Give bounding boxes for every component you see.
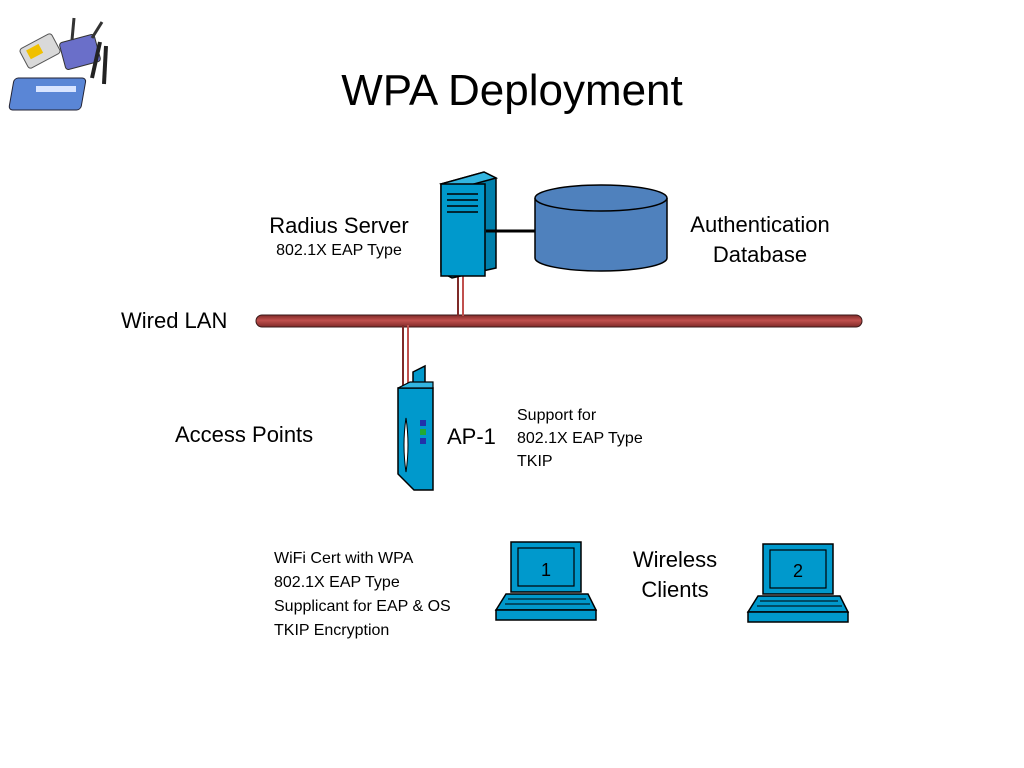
radius-server-label: Radius Server 802.1X EAP Type <box>230 212 448 262</box>
wired-lan-label: Wired LAN <box>121 308 228 333</box>
laptop-number: 2 <box>793 561 803 581</box>
wireless-clients-line1: Wireless <box>632 547 718 572</box>
router-logo-icon <box>8 17 108 111</box>
ap-support-line: Support for <box>517 407 597 424</box>
auth-database-line2: Database <box>712 242 808 267</box>
server-icon <box>439 171 499 279</box>
laptop-number: 1 <box>541 560 551 580</box>
laptop-icon: 1 <box>494 541 598 621</box>
radius-server-sublabel: 802.1X EAP Type <box>276 242 402 259</box>
wireless-clients-label: Wireless Clients <box>610 545 740 605</box>
radius-server-name: Radius Server <box>269 213 409 238</box>
laptop-icon: 2 <box>746 543 850 623</box>
ap-support-text: Support for 802.1X EAP Type TKIP <box>517 404 643 473</box>
wired-lan-cable <box>255 314 863 328</box>
ap-support-line: 802.1X EAP Type <box>517 430 643 447</box>
ap-name-label: AP-1 <box>447 424 496 449</box>
page-title: WPA Deployment <box>341 66 683 115</box>
client-requirement-line: TKIP Encryption <box>274 622 390 639</box>
access-point-icon <box>397 364 434 491</box>
ap-support-line: TKIP <box>517 453 553 470</box>
server-lan-link <box>457 276 464 316</box>
client-requirement-line: 802.1X EAP Type <box>274 574 400 591</box>
client-requirement-line: WiFi Cert with WPA <box>274 550 414 567</box>
database-icon <box>534 184 668 272</box>
auth-database-line1: Authentication <box>690 212 830 237</box>
client-requirement-line: Supplicant for EAP & OS <box>274 598 451 615</box>
client-requirements-text: WiFi Cert with WPA 802.1X EAP Type Suppl… <box>274 547 451 643</box>
auth-database-label: Authentication Database <box>660 210 860 270</box>
access-points-label: Access Points <box>175 422 314 447</box>
wireless-clients-line2: Clients <box>641 577 709 602</box>
lan-ap-link <box>402 325 409 392</box>
